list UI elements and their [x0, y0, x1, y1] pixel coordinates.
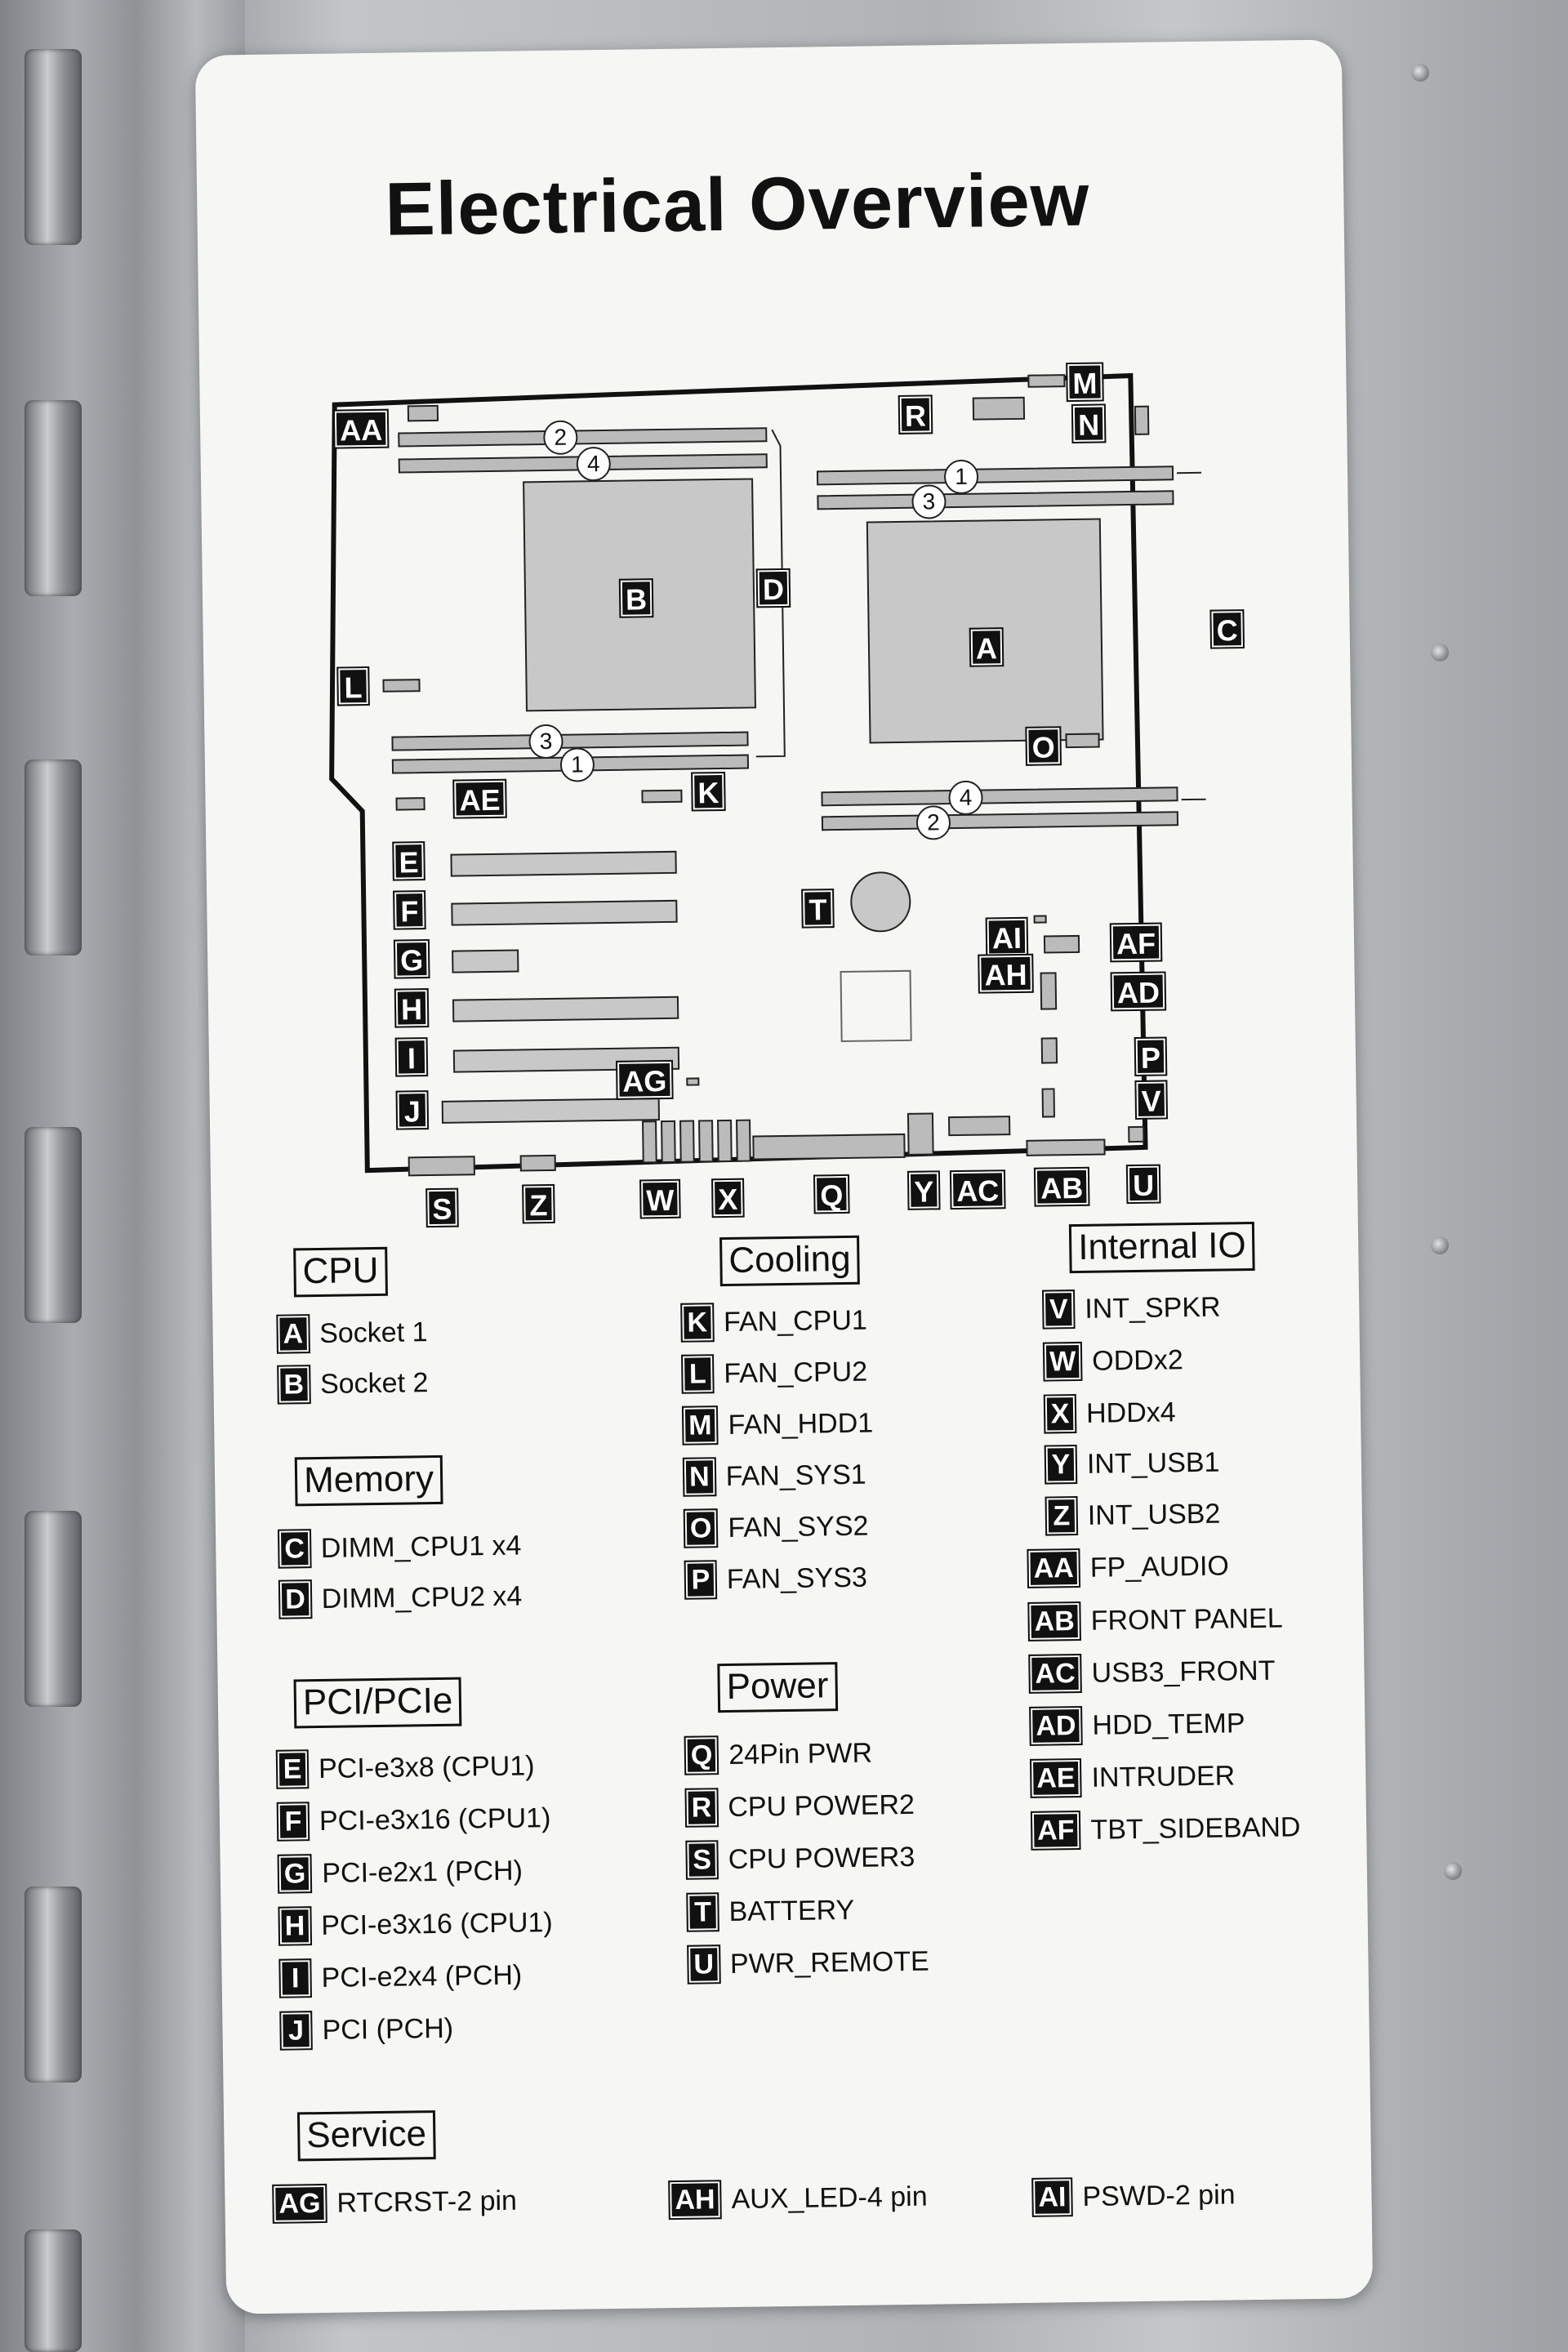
- board-label-r: R: [898, 394, 933, 434]
- board-label-j: J: [395, 1090, 430, 1130]
- rail-slot: [24, 400, 82, 596]
- motherboard-diagram: AA M R N B D A C L O AE K E F G H I J T …: [310, 342, 1245, 1228]
- board-label-t: T: [801, 889, 835, 929]
- board-label-w: W: [639, 1178, 681, 1219]
- board-label-d: D: [755, 568, 791, 608]
- board-label-z: Z: [522, 1183, 555, 1224]
- board-label-ad: AD: [1110, 971, 1167, 1012]
- screw-icon: [1431, 1236, 1449, 1254]
- board-label-k: K: [691, 771, 726, 812]
- rail-slot: [24, 1127, 82, 1323]
- board-label-aa: AA: [332, 408, 390, 449]
- board-outline-drawing: [329, 372, 1211, 1177]
- legend-heading-pci: PCI/PCIe: [293, 1677, 462, 1729]
- rail-slot: [24, 1886, 82, 2082]
- board-label-h: H: [394, 988, 430, 1028]
- board-label-c: C: [1209, 609, 1245, 649]
- board-label-o: O: [1025, 726, 1062, 766]
- board-label-e: E: [392, 841, 425, 881]
- screw-icon: [1411, 64, 1429, 82]
- board-label-m: M: [1066, 362, 1104, 403]
- legend-heading-cooling: Cooling: [719, 1235, 861, 1287]
- legend-heading-internal-io: Internal IO: [1068, 1221, 1256, 1274]
- legend-heading-power: Power: [717, 1662, 838, 1713]
- legend-heading-cpu: CPU: [293, 1246, 388, 1298]
- screw-icon: [1444, 1862, 1462, 1880]
- board-label-u: U: [1125, 1164, 1161, 1205]
- page-title: Electrical Overview: [384, 158, 1090, 252]
- legend-heading-service: Service: [296, 2110, 436, 2162]
- legend-heading-memory: Memory: [294, 1454, 443, 1507]
- rail-slot: [24, 49, 82, 245]
- board-label-af: AF: [1109, 922, 1163, 963]
- board-label-p: P: [1134, 1036, 1168, 1076]
- board-label-ag: AG: [616, 1059, 674, 1100]
- board-label-a: A: [969, 627, 1004, 667]
- screw-icon: [1431, 644, 1449, 662]
- board-label-f: F: [393, 890, 426, 930]
- board-label-i: I: [394, 1037, 429, 1077]
- electrical-overview-sticker: Electrical Overview: [194, 39, 1374, 2314]
- board-label-ac: AC: [949, 1169, 1006, 1210]
- board-label-ae: AE: [452, 778, 507, 819]
- board-label-n: N: [1071, 403, 1107, 443]
- board-label-ab: AB: [1033, 1166, 1090, 1207]
- board-label-ah: AH: [978, 953, 1034, 994]
- board-label-v: V: [1134, 1080, 1169, 1120]
- board-label-q: Q: [813, 1174, 850, 1214]
- board-label-b: B: [618, 578, 654, 618]
- rail-slot: [24, 1511, 82, 1707]
- board-label-s: S: [425, 1187, 459, 1228]
- rail-slot: [24, 2230, 82, 2352]
- board-label-x: X: [711, 1178, 745, 1218]
- board-label-l: L: [336, 666, 370, 706]
- rail-slot: [24, 760, 82, 956]
- board-label-g: G: [393, 939, 430, 979]
- board-label-ai: AI: [985, 916, 1029, 957]
- board-label-y: Y: [906, 1170, 941, 1210]
